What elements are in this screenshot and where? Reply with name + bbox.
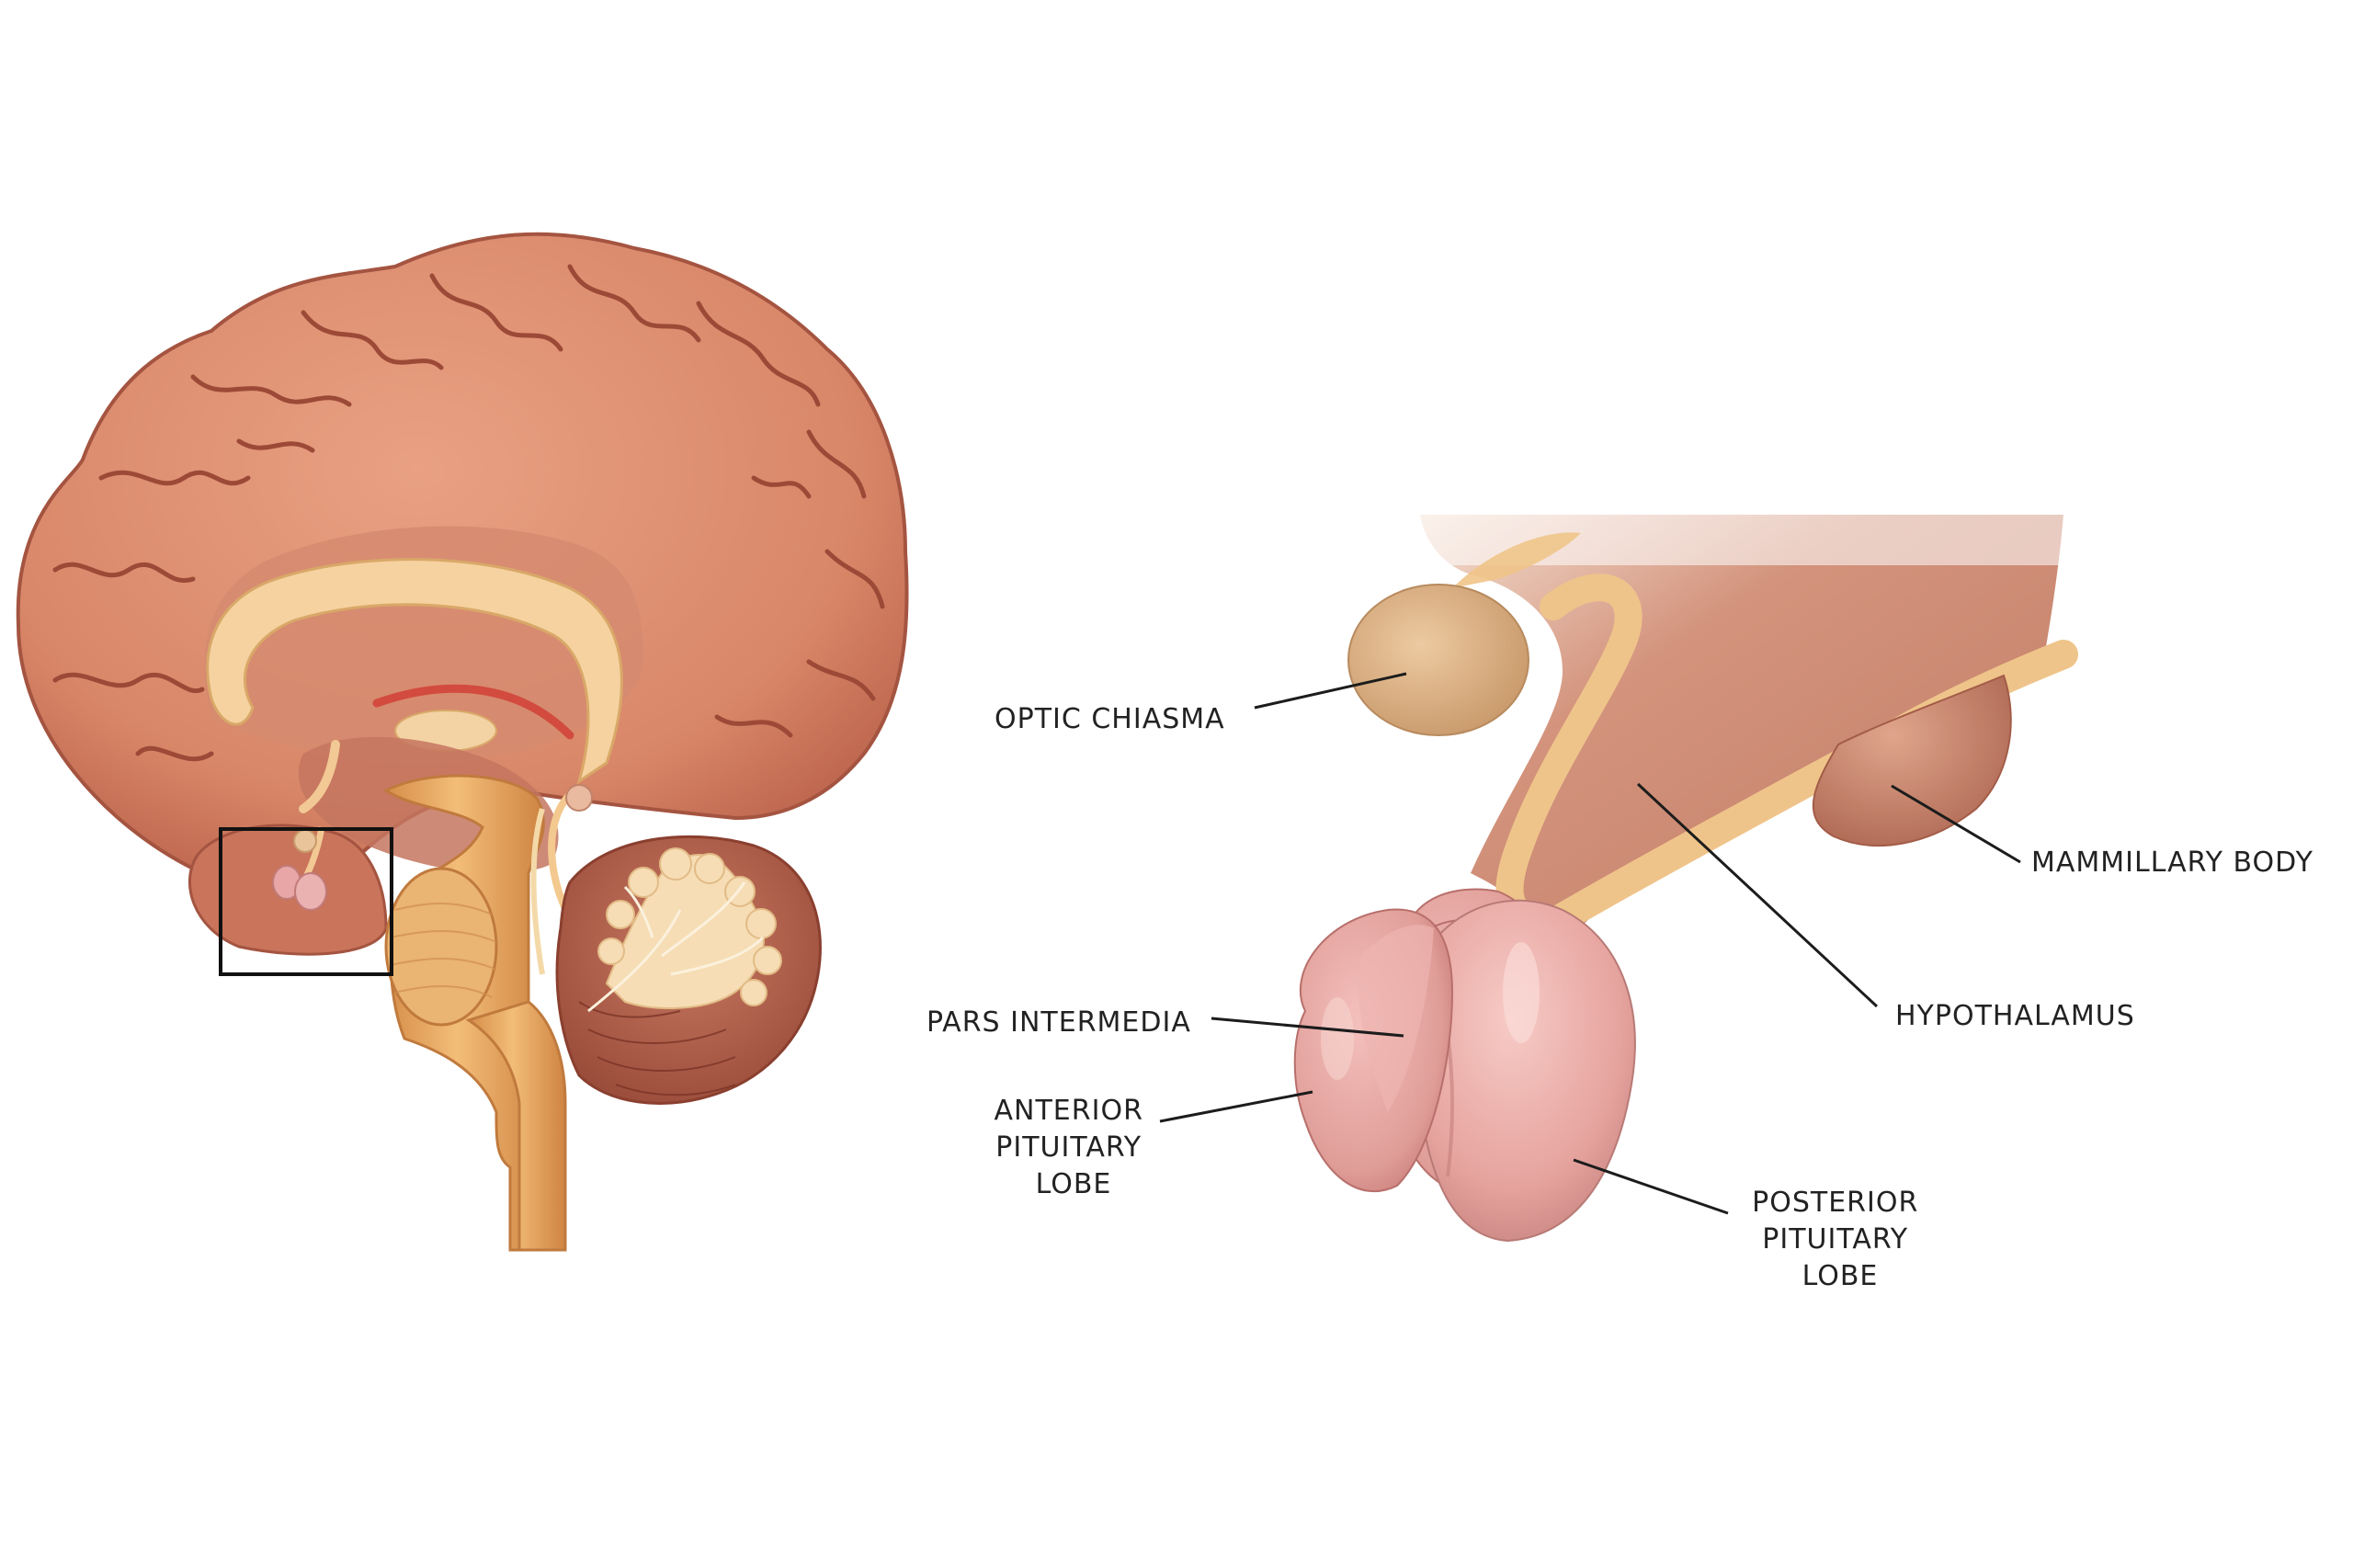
corpus-callosum	[206, 558, 623, 785]
label-hypothalamus: HYPOTHALAMUS	[1895, 1000, 2135, 1032]
pons	[384, 867, 498, 1027]
spinal-cord	[465, 1000, 567, 1252]
leader-optic-chiasma	[1254, 672, 1407, 710]
leader-pars-intermedia	[1211, 1017, 1404, 1038]
label-posterior-pituitary-lobe: POSTERIOR PITUITARY LOBE	[1752, 1187, 1928, 1292]
infundibular-stalk	[1495, 574, 1643, 924]
ventricle-floor-band	[1452, 532, 1581, 588]
label-anterior-pituitary-lobe: ANTERIOR PITUITARY LOBE	[995, 1095, 1154, 1200]
cerebellar-folia	[578, 1001, 736, 1096]
zoom-region-box	[219, 827, 393, 976]
label-mammillary-body: MAMMILLARY BODY	[2031, 846, 2313, 879]
lateral-ventricle	[372, 684, 574, 740]
pituitary-enlarged-illustration	[1293, 501, 2078, 1243]
leader-mammillary-body	[1891, 784, 2021, 864]
fornix	[299, 740, 340, 813]
label-optic-chiasma: OPTIC CHIASMA	[995, 703, 1225, 735]
label-pars-intermedia: PARS INTERMEDIA	[926, 1006, 1191, 1039]
leader-hypothalamus	[1636, 782, 1879, 1008]
labels: OPTIC CHIASMA MAMMILLARY BODY HYPOTHALAM…	[926, 703, 2313, 1292]
pituitary-gland-small-posterior	[294, 872, 327, 911]
cortical-sulci	[52, 264, 885, 762]
pineal-gland	[565, 784, 593, 812]
optic-chiasma-small	[293, 829, 317, 853]
leader-posterior-lobe	[1573, 1158, 1729, 1215]
leader-anterior-lobe	[1159, 1090, 1313, 1123]
brain-sagittal-illustration	[16, 232, 909, 1252]
leader-lines	[1159, 672, 2021, 1215]
cerebral-aqueduct	[530, 808, 545, 975]
optic-chiasma	[1347, 584, 1529, 736]
hypothalamus	[1420, 515, 2063, 947]
mammillary-body	[1812, 674, 2012, 846]
